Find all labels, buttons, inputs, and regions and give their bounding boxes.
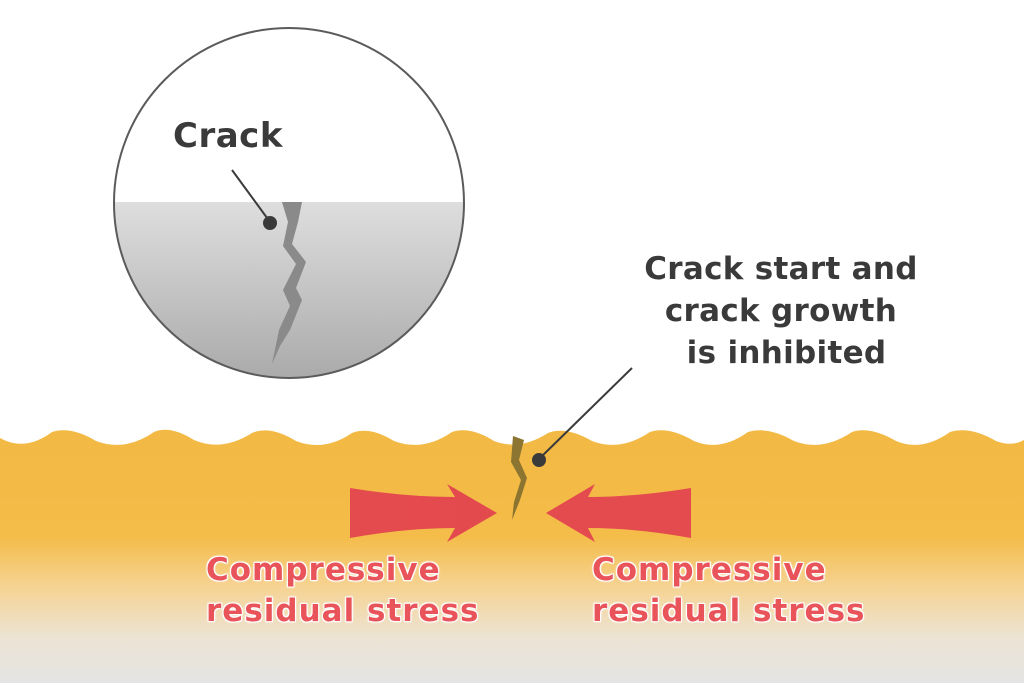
surface-crack [511,436,527,520]
crack-label: Crack [173,116,283,156]
crack-pointer-dot [263,216,277,230]
material-layer [0,429,1024,683]
left-compression-arrow [350,484,497,542]
crack-shape [272,202,306,364]
magnified-view [113,27,465,379]
left-stress-label: Compressive residual stress [206,552,480,629]
inhibition-label: Crack start and crack growth is inhibite… [644,251,918,371]
right-compression-arrow [546,484,691,542]
right-stress-label: Compressive residual stress [592,552,866,629]
inhibit-pointer-dot [532,453,546,467]
